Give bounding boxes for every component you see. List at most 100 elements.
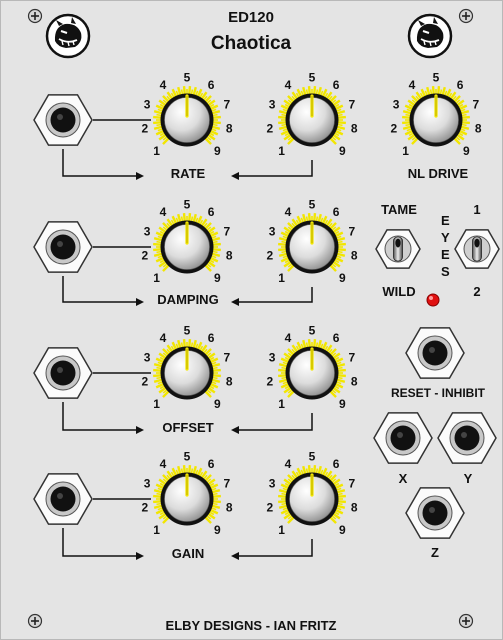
knob-scale-label: 1 [278, 397, 285, 411]
knob-scale-label: 8 [226, 501, 233, 515]
knob-scale-label: 8 [351, 501, 358, 515]
reset-inhibit-jack[interactable] [405, 327, 465, 379]
wild-label: WILD [382, 284, 416, 299]
rate-cv-input-jack[interactable] [33, 94, 93, 146]
z-jack-label: Z [431, 545, 439, 560]
knob-scale-label: 7 [224, 224, 231, 238]
knob-scale-label: 2 [141, 122, 148, 136]
knob-scale-label: 5 [309, 450, 316, 464]
knob-scale-label: 9 [339, 144, 346, 158]
knob-scale-label: 7 [349, 476, 356, 490]
knob-scale-label: 3 [144, 224, 151, 238]
knob-scale-label: 6 [208, 331, 215, 345]
knob-scale-label: 6 [208, 205, 215, 219]
knob-scale-label: 8 [351, 122, 358, 136]
knob-scale-label: 5 [184, 450, 191, 464]
led-icon [426, 293, 440, 307]
y-jack-label: Y [463, 471, 473, 486]
knob-scale-label: 3 [144, 97, 151, 111]
gain-label: GAIN [171, 546, 205, 561]
knob-scale-label: 9 [214, 397, 221, 411]
knob-scale-label: 4 [285, 78, 292, 92]
knob-scale-label: 7 [349, 350, 356, 364]
knob-scale-label: 7 [224, 350, 231, 364]
knob-scale-label: 2 [266, 375, 273, 389]
knob-scale-label: 9 [463, 144, 470, 158]
knob-scale-label: 1 [402, 144, 409, 158]
knob-scale-label: 7 [349, 97, 356, 111]
knob-scale-label: 2 [141, 249, 148, 263]
y-output-jack[interactable] [437, 412, 497, 464]
damping-label: DAMPING [157, 292, 219, 307]
knob-scale-label: 3 [269, 350, 276, 364]
offset-knob[interactable]: 12 34 5 67 89 [141, 324, 232, 411]
knob-scale-label: 2 [266, 501, 273, 515]
panther-head-logo [45, 13, 91, 59]
eyes-position-2: 2 [473, 284, 481, 299]
knob-scale-label: 4 [285, 205, 292, 219]
offset-cv-input-jack[interactable] [33, 347, 93, 399]
knob-scale-label: 8 [226, 375, 233, 389]
tame-wild-toggle[interactable] [375, 229, 421, 269]
x-output-jack[interactable] [373, 412, 433, 464]
knob-scale-label: 9 [214, 271, 221, 285]
knob-scale-label: 4 [160, 331, 167, 345]
knob-scale-label: 5 [184, 198, 191, 212]
knob-scale-label: 7 [349, 224, 356, 238]
eyes-position-1: 1 [473, 202, 481, 217]
knob-scale-label: 1 [278, 523, 285, 537]
knob-scale-label: 1 [278, 271, 285, 285]
knob-scale-label: 3 [144, 350, 151, 364]
knob-scale-label: 8 [226, 122, 233, 136]
knob-scale-label: 9 [339, 397, 346, 411]
knob-scale-label: 4 [160, 457, 167, 471]
knob-scale-label: 5 [309, 324, 316, 338]
knob-scale-label: 8 [475, 122, 482, 136]
knob-scale-label: 5 [433, 71, 440, 85]
knob-scale-label: 2 [266, 249, 273, 263]
signal-flow-lines [62, 246, 313, 306]
nl-drive-label: NL DRIVE [407, 166, 469, 181]
knob-scale-label: 7 [224, 97, 231, 111]
knob-scale-label: 5 [184, 324, 191, 338]
knob-scale-label: 1 [153, 144, 160, 158]
knob-scale-label: 8 [226, 249, 233, 263]
knob-scale-label: 5 [184, 71, 191, 85]
signal-flow-lines [62, 498, 313, 560]
knob-scale-label: 6 [208, 457, 215, 471]
knob-scale-label: 5 [309, 198, 316, 212]
gain-cv-input-jack[interactable] [33, 473, 93, 525]
knob-scale-label: 2 [266, 122, 273, 136]
knob-scale-label: 6 [208, 78, 215, 92]
knob-scale-label: 2 [141, 375, 148, 389]
damping-cv-input-jack[interactable] [33, 221, 93, 273]
knob-scale-label: 3 [269, 224, 276, 238]
knob-scale-label: 1 [153, 523, 160, 537]
panel-screw-icon [27, 8, 43, 24]
panther-head-logo [407, 13, 453, 59]
knob-scale-label: 4 [285, 331, 292, 345]
knob-scale-label: 4 [160, 78, 167, 92]
eyes-toggle[interactable] [454, 229, 500, 269]
rate-label: RATE [170, 166, 206, 181]
knob-scale-label: 6 [333, 457, 340, 471]
module-model: ED120 [228, 9, 274, 26]
knob-scale-label: 6 [333, 78, 340, 92]
knob-scale-label: 3 [393, 97, 400, 111]
knob-scale-label: 4 [160, 205, 167, 219]
z-output-jack[interactable] [405, 487, 465, 539]
knob-scale-label: 9 [214, 523, 221, 537]
knob-scale-label: 1 [153, 397, 160, 411]
tame-label: TAME [381, 202, 417, 217]
knob-scale-label: 7 [224, 476, 231, 490]
offset-label: OFFSET [162, 420, 214, 435]
